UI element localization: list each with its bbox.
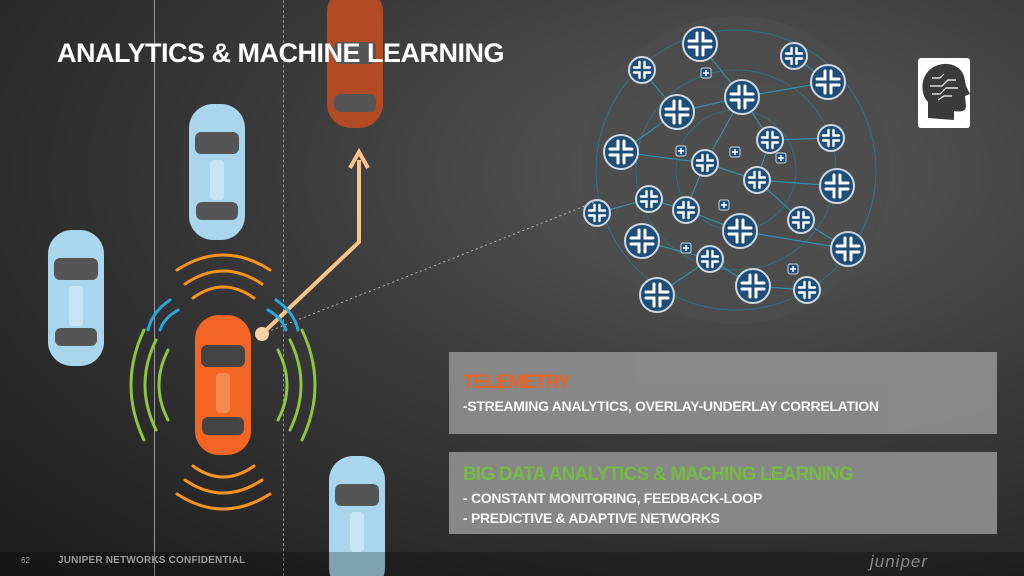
telemetry-title: TELEMETRY — [463, 372, 571, 393]
confidential-label: JUNIPER NETWORKS CONFIDENTIAL — [58, 555, 246, 566]
telemetry-line: -STREAMING ANALYTICS, OVERLAY-UNDERLAY C… — [463, 398, 879, 414]
lane-line-dashed — [283, 0, 284, 576]
telemetry-link — [261, 199, 601, 335]
big-data-line: - CONSTANT MONITORING, FEEDBACK-LOOP — [463, 490, 763, 506]
lane-line-solid — [154, 0, 155, 576]
car-icon — [48, 230, 104, 366]
page-title: ANALYTICS & MACHINE LEARNING — [57, 38, 505, 68]
car-icon — [195, 315, 251, 455]
sensor-waves — [129, 253, 317, 511]
footer: 62 JUNIPER NETWORKS CONFIDENTIAL juniper — [0, 552, 1024, 576]
big-data-line: - PREDICTIVE & ADAPTIVE NETWORKS — [463, 510, 720, 526]
brain-head-icon — [918, 58, 970, 128]
brand-logo: juniper — [870, 552, 929, 571]
car-icon — [329, 456, 385, 576]
car-icon — [327, 0, 383, 128]
big-data-panel: BIG DATA ANALYTICS & MACHING LEARNING - … — [449, 452, 997, 534]
arrow-up-icon — [255, 147, 370, 341]
page-number: 62 — [21, 556, 30, 565]
big-data-title: BIG DATA ANALYTICS & MACHING LEARNING — [463, 464, 854, 485]
network-graph — [582, 16, 890, 324]
car-icon — [189, 104, 245, 240]
telemetry-panel: TELEMETRY -STREAMING ANALYTICS, OVERLAY-… — [449, 352, 997, 434]
